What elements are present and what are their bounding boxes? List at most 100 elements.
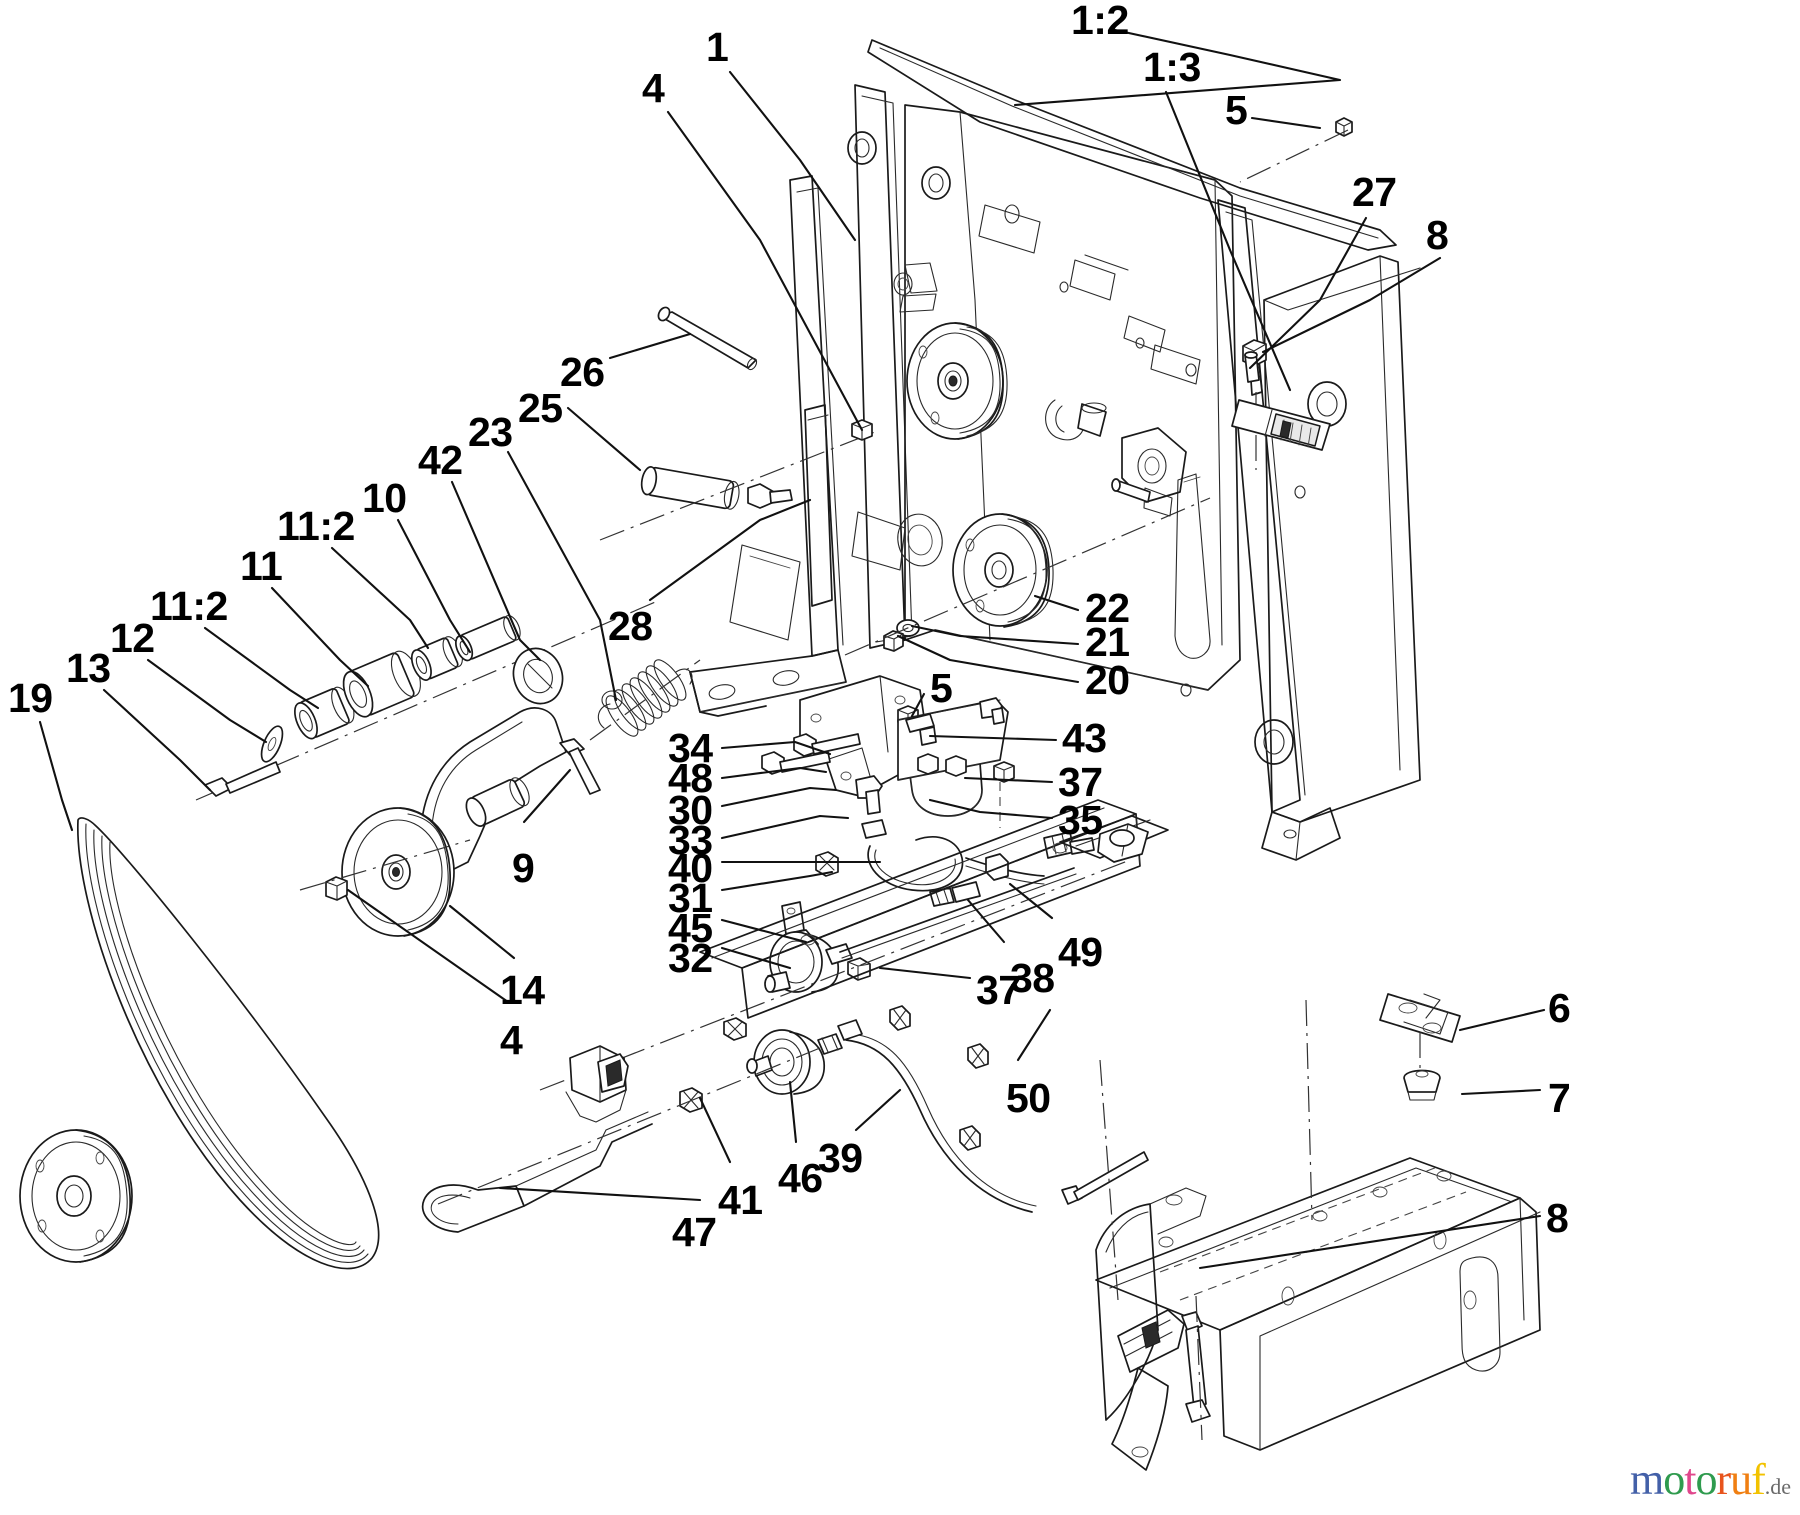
callout-43: 43 bbox=[1062, 715, 1107, 761]
leader-9 bbox=[522, 768, 572, 824]
leader-47 bbox=[498, 1186, 702, 1202]
watermark-suffix: .de bbox=[1764, 1474, 1792, 1499]
leader-8 bbox=[1261, 256, 1442, 354]
callout-37: 37 bbox=[1058, 759, 1103, 805]
leader-23 bbox=[506, 450, 618, 702]
leader-38 bbox=[966, 898, 1006, 944]
callout-11: 11 bbox=[240, 543, 283, 589]
cable-tie bbox=[1061, 1151, 1149, 1205]
callout-6: 6 bbox=[1548, 985, 1571, 1031]
callout-10: 10 bbox=[362, 475, 407, 521]
leader-8 bbox=[1198, 1214, 1542, 1270]
leader-34 bbox=[720, 740, 832, 756]
callout-50: 50 bbox=[1006, 1075, 1051, 1121]
callout-8: 8 bbox=[1426, 212, 1449, 258]
callout-1: 1 bbox=[706, 24, 729, 70]
callout-5: 5 bbox=[930, 665, 953, 711]
leader-20 bbox=[896, 634, 1080, 684]
leader-19 bbox=[38, 720, 74, 832]
leader-33 bbox=[720, 814, 850, 840]
leader-14 bbox=[448, 904, 516, 960]
leader-6 bbox=[1458, 1008, 1546, 1032]
callout-4: 4 bbox=[500, 1017, 523, 1063]
leader-13 bbox=[102, 688, 212, 792]
frame-left-upright bbox=[689, 84, 913, 717]
idler-arm-exploded bbox=[195, 599, 661, 937]
leader-28 bbox=[648, 498, 812, 602]
leader-5 bbox=[1250, 116, 1322, 130]
watermark-letter-6: f bbox=[1751, 1455, 1766, 1504]
callout-45: 45 bbox=[668, 905, 713, 951]
callout-25: 25 bbox=[518, 385, 563, 431]
callout-48: 48 bbox=[668, 755, 713, 801]
callout-1-2: 1:2 bbox=[1071, 0, 1129, 43]
leader-4 bbox=[346, 888, 510, 1004]
leader-46 bbox=[788, 1080, 798, 1144]
callout-5: 5 bbox=[1225, 87, 1248, 133]
callout-33: 33 bbox=[668, 817, 713, 863]
callout-46: 46 bbox=[778, 1155, 823, 1201]
leader-39 bbox=[854, 1088, 902, 1132]
callout-40: 40 bbox=[668, 845, 713, 891]
drive-pulley-upper bbox=[906, 322, 1008, 440]
leader-45 bbox=[720, 918, 808, 944]
leader-25 bbox=[566, 406, 642, 472]
frame-bottom-rails bbox=[1095, 999, 1541, 1471]
control-bracket-assembly bbox=[761, 675, 1095, 907]
leader-10 bbox=[396, 518, 472, 654]
motoruf-watermark: motoruf.de bbox=[1630, 1458, 1791, 1502]
callout-23: 23 bbox=[468, 409, 513, 455]
callout-27: 27 bbox=[1352, 169, 1397, 215]
frame-mid-rail bbox=[699, 799, 1461, 1101]
leader-49 bbox=[1008, 882, 1054, 920]
engine-pulley bbox=[19, 1129, 133, 1263]
warning-decal bbox=[1231, 351, 1331, 451]
leader-30 bbox=[720, 786, 838, 808]
watermark-letter-4: r bbox=[1716, 1455, 1731, 1504]
callout-34: 34 bbox=[668, 725, 713, 771]
callout-39: 39 bbox=[818, 1135, 863, 1181]
callout-19: 19 bbox=[8, 675, 53, 721]
watermark-letter-0: m bbox=[1630, 1455, 1664, 1504]
callout-47: 47 bbox=[672, 1209, 717, 1255]
drive-pulley-lower bbox=[844, 497, 1211, 656]
callout-11-2: 11:2 bbox=[277, 503, 355, 549]
leader-21 bbox=[910, 624, 1080, 646]
leader-12 bbox=[146, 658, 268, 744]
callout-20: 20 bbox=[1085, 657, 1130, 703]
leader-27 bbox=[1248, 216, 1368, 370]
leader-50 bbox=[1016, 1008, 1052, 1062]
callout-31: 31 bbox=[668, 875, 713, 921]
callout-13: 13 bbox=[66, 645, 111, 691]
leader-35 bbox=[928, 798, 1054, 820]
leader-37 bbox=[878, 966, 972, 980]
leader-5 bbox=[910, 692, 926, 718]
leader-26 bbox=[608, 332, 692, 360]
solenoid-assembly-lower bbox=[421, 1019, 1037, 1233]
idler-bracket-center bbox=[1045, 399, 1187, 517]
solenoid-assembly-upper bbox=[539, 859, 1131, 1091]
leader-7 bbox=[1460, 1088, 1542, 1096]
leader-11-2 bbox=[203, 626, 320, 710]
leader-1-3 bbox=[1164, 90, 1292, 392]
leader-11 bbox=[270, 586, 370, 688]
callout-41: 41 bbox=[718, 1177, 763, 1223]
leader-1-2 bbox=[1013, 28, 1342, 107]
watermark-letter-1: o bbox=[1663, 1455, 1685, 1504]
callout-4: 4 bbox=[642, 65, 665, 111]
callout-14: 14 bbox=[500, 967, 545, 1013]
tension-spring bbox=[589, 659, 701, 741]
callout-28: 28 bbox=[608, 603, 653, 649]
leader-31 bbox=[720, 870, 834, 892]
watermark-letter-5: u bbox=[1730, 1455, 1752, 1504]
leader-22 bbox=[1033, 594, 1080, 612]
callout-8: 8 bbox=[1546, 1195, 1569, 1241]
leader-41 bbox=[698, 1096, 732, 1164]
callout-26: 26 bbox=[560, 349, 605, 395]
leader-42 bbox=[450, 480, 542, 662]
callout-49: 49 bbox=[1058, 929, 1103, 975]
leader-43 bbox=[928, 734, 1058, 742]
drive-belt bbox=[77, 817, 380, 1270]
